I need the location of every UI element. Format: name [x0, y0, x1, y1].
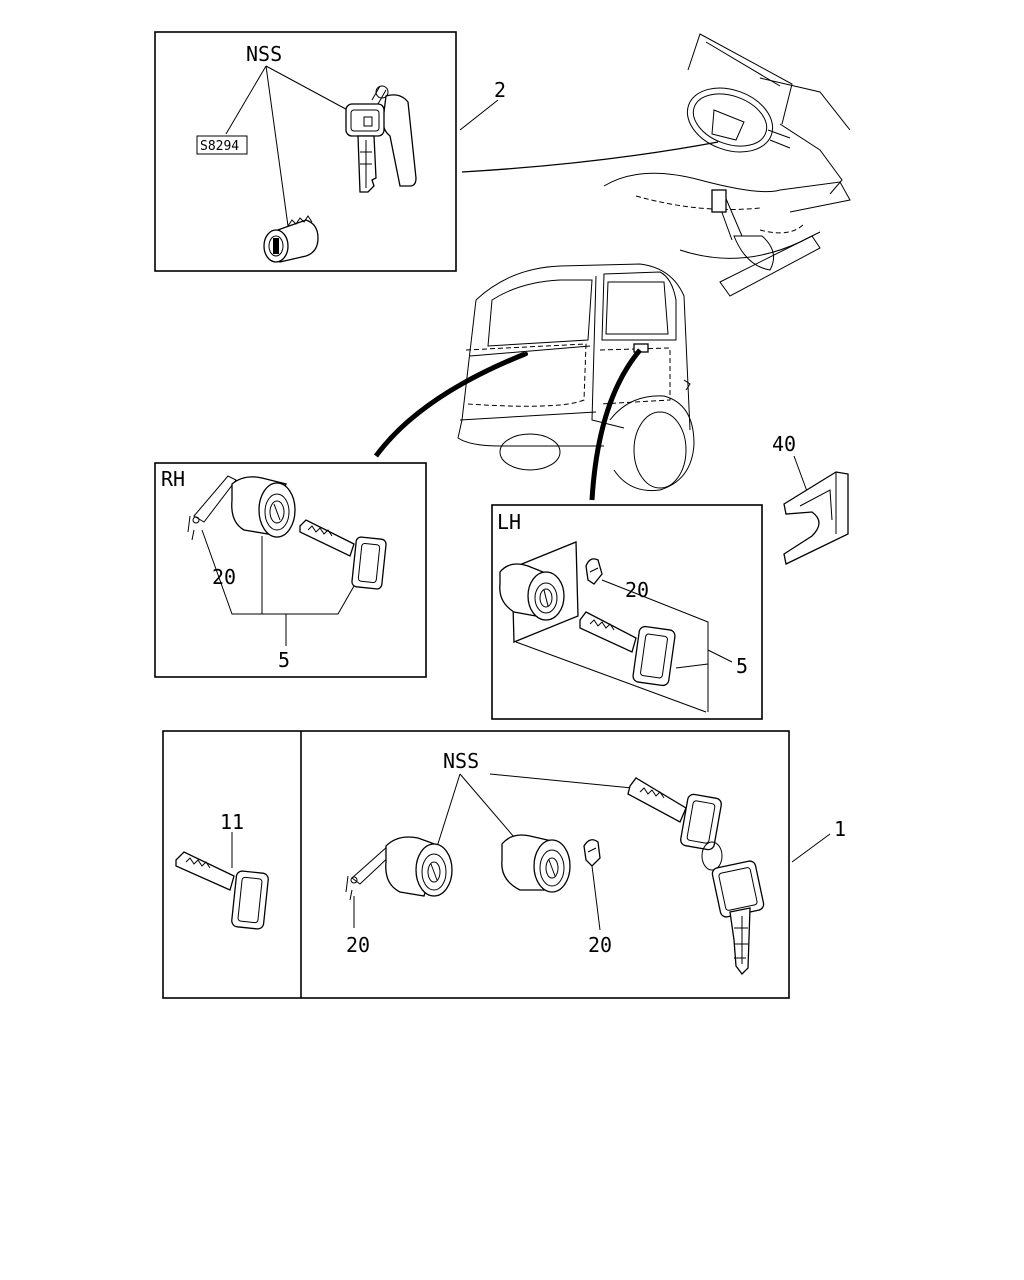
- lh-lock-cylinder-icon: [499, 541, 579, 643]
- lh-retainer-clip-icon: [585, 558, 603, 585]
- nss-top-label: NSS: [246, 42, 282, 66]
- set-retainer-clip-icon: [583, 839, 601, 867]
- rh-lock-cylinder-icon: [187, 475, 296, 541]
- rh-title: RH: [161, 467, 185, 491]
- spare-key-icon: [175, 851, 269, 930]
- dashboard-illustration: [461, 33, 851, 297]
- code-tag-label: S8294: [200, 139, 239, 154]
- lh-key-icon: [579, 611, 676, 687]
- callout-2-label: 2: [494, 78, 506, 102]
- lh-door-lock-panel: LH 20 5: [491, 504, 763, 720]
- lock-set-section: NSS 20: [345, 749, 765, 975]
- set-key-pair-icon: [627, 777, 765, 975]
- truck-cab-illustration: [373, 263, 695, 501]
- rh-callout-5: 5: [278, 648, 290, 672]
- lh-callout-20: 20: [625, 578, 649, 602]
- ignition-cylinder-icon: [263, 215, 319, 263]
- set-ignition-cylinder-icon: [501, 834, 571, 893]
- set-door-cylinder-icon: [345, 836, 453, 901]
- lh-callout-5: 5: [736, 654, 748, 678]
- callout-1: 1: [834, 817, 846, 841]
- rh-callout-20: 20: [212, 565, 236, 589]
- lh-title: LH: [497, 510, 521, 534]
- rh-door-lock-panel: RH 20 5: [154, 462, 427, 678]
- ignition-keys-icon: [345, 85, 417, 193]
- rh-key-icon: [299, 519, 387, 590]
- part-40-bracket: 40: [772, 432, 849, 565]
- callout-11: 11: [220, 810, 244, 834]
- code-tag-box: [196, 135, 248, 155]
- set-callout-20-right: 20: [588, 933, 612, 957]
- set-callout-20-left: 20: [346, 933, 370, 957]
- callout-40: 40: [772, 432, 796, 456]
- lock-set-panel: 11 NSS: [162, 730, 846, 999]
- spare-key-section: 11: [175, 810, 269, 930]
- nss-bottom-label: NSS: [443, 749, 479, 773]
- ignition-key-panel: NSS S8294 2: [154, 31, 506, 272]
